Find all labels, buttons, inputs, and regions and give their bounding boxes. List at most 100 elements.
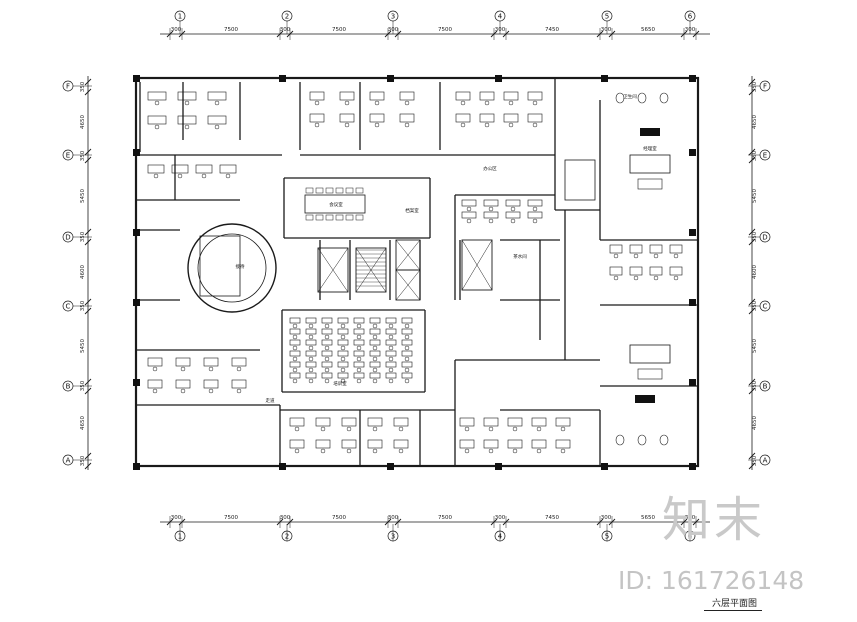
desk — [289, 417, 305, 427]
desk — [503, 91, 519, 101]
desk — [321, 317, 333, 324]
dimension-label: 7500 — [332, 27, 346, 33]
core-shaft — [395, 269, 421, 301]
chair — [508, 122, 514, 128]
desk — [507, 439, 523, 449]
structural-column — [689, 299, 696, 306]
chair — [532, 206, 538, 212]
chair — [292, 334, 298, 340]
desk — [147, 91, 167, 101]
toilet-fixture — [659, 434, 669, 446]
chair — [308, 345, 314, 351]
chair — [388, 356, 394, 362]
executive-desk — [635, 395, 655, 403]
dimension-tick — [84, 78, 92, 86]
desk — [305, 350, 317, 357]
dimension-tick — [84, 307, 92, 315]
chair — [308, 356, 314, 362]
desk — [353, 372, 365, 379]
desk — [479, 113, 495, 123]
chair — [404, 378, 410, 384]
chair — [374, 122, 380, 128]
dimension-label: 350 — [752, 81, 758, 92]
dimension-tick — [748, 156, 756, 164]
chair — [294, 426, 300, 432]
building-walls — [133, 75, 700, 470]
desk — [401, 361, 413, 368]
dimension-label: 5650 — [641, 515, 655, 521]
chair — [340, 345, 346, 351]
desk — [369, 113, 385, 123]
desk — [369, 361, 381, 368]
chair — [314, 100, 320, 106]
dimension-label: 300 — [388, 515, 399, 521]
room-label-corridor: 走道 — [266, 397, 275, 404]
chair — [512, 448, 518, 454]
desk — [337, 350, 349, 357]
chair — [177, 173, 183, 179]
chair — [488, 218, 494, 224]
dimension-tick — [748, 462, 756, 470]
desk — [527, 211, 543, 219]
dimension-label: 4600 — [80, 265, 86, 279]
desk — [393, 417, 409, 427]
chair — [673, 253, 679, 259]
dimension-tick — [84, 452, 92, 460]
row-axis-label: C — [763, 303, 768, 311]
exterior-wall — [134, 76, 700, 468]
dimension-tick — [84, 298, 92, 306]
chair — [510, 218, 516, 224]
desk — [203, 379, 219, 389]
dimension-tick — [84, 148, 92, 156]
chair — [340, 356, 346, 362]
chair — [154, 100, 160, 106]
dimension-label: 350 — [752, 150, 758, 161]
structural-column — [601, 75, 608, 82]
dimension-tick — [748, 387, 756, 395]
desk — [367, 439, 383, 449]
shaft-cross — [395, 269, 421, 301]
desk — [505, 199, 521, 207]
desk — [369, 350, 381, 357]
dimension-tick — [748, 228, 756, 236]
desk — [367, 417, 383, 427]
chair — [398, 448, 404, 454]
structural-column — [133, 229, 140, 236]
dimension-tick — [748, 298, 756, 306]
dimension-label: 4650 — [80, 115, 86, 129]
dimension-label: 300 — [171, 27, 182, 33]
chair — [484, 122, 490, 128]
structural-column — [689, 75, 696, 82]
desk — [483, 211, 499, 219]
dimension-tick — [84, 228, 92, 236]
desk — [479, 91, 495, 101]
desk — [483, 199, 499, 207]
desk — [341, 417, 357, 427]
chair — [340, 378, 346, 384]
desk — [177, 91, 197, 101]
chair — [324, 378, 330, 384]
desk — [483, 417, 499, 427]
desk — [385, 339, 397, 346]
desk — [401, 328, 413, 335]
conference-chair — [315, 214, 324, 221]
desk — [669, 266, 683, 276]
dimension-label: 7450 — [545, 27, 559, 33]
chair — [152, 366, 158, 372]
dimension-label: 5450 — [752, 339, 758, 353]
desk — [555, 417, 571, 427]
desk — [195, 164, 213, 174]
desk — [455, 113, 471, 123]
structural-column — [601, 463, 608, 470]
dimension-label: 5450 — [80, 339, 86, 353]
dimension-label: 4600 — [752, 265, 758, 279]
desk — [147, 164, 165, 174]
coffee-table — [637, 368, 663, 380]
dimension-label: 300 — [495, 515, 506, 521]
desk — [289, 439, 305, 449]
chair — [214, 100, 220, 106]
shaft-cross — [461, 239, 493, 291]
